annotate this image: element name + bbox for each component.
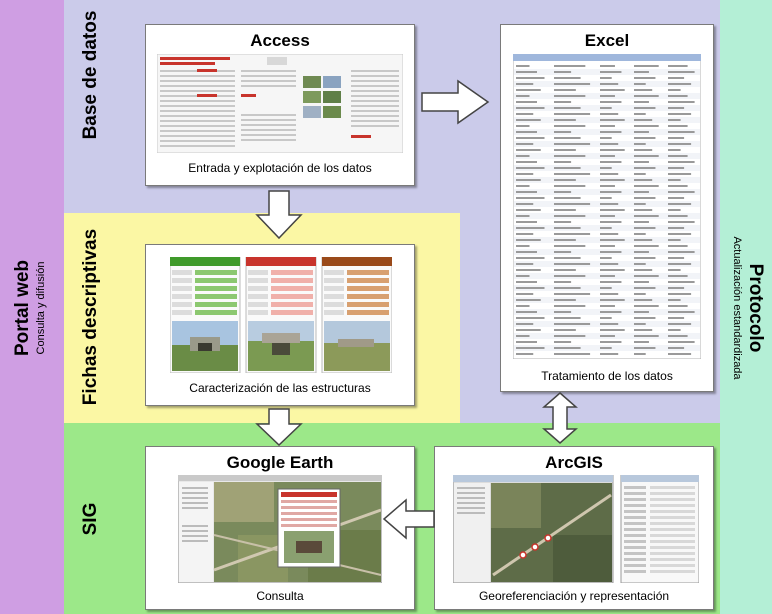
portal-web-band xyxy=(0,0,64,614)
access-to-excel-arrow xyxy=(421,79,490,125)
google-earth-title: Google Earth xyxy=(226,453,334,472)
fichas-to-google-earth-arrow xyxy=(255,408,303,446)
protocolo-title: Protocolo xyxy=(745,263,766,353)
protocolo-band xyxy=(720,0,772,614)
fichas-title: Fichas descriptivas xyxy=(80,228,101,406)
excel-title: Excel xyxy=(584,31,630,50)
protocolo-subtitle: Actualización estandardizada xyxy=(731,236,743,380)
fichas-cards-screenshot xyxy=(170,257,392,373)
ficha-card-green xyxy=(170,257,241,373)
excel-arcgis-bidirectional-arrow xyxy=(542,392,578,444)
fichas-caption: Caracterización de las estructuras xyxy=(189,381,371,395)
access-caption: Entrada y explotación de los datos xyxy=(188,161,372,175)
excel-panel: Excel Tratamiento de los datos xyxy=(500,24,714,392)
portal-web-subtitle: Consulta y difusión xyxy=(35,261,47,355)
excel-caption: Tratamiento de los datos xyxy=(541,369,673,383)
portal-web-label: Portal web Consulta y difusión xyxy=(12,158,52,458)
access-title: Access xyxy=(250,31,310,50)
arcgis-to-google-earth-arrow xyxy=(382,498,435,540)
access-panel: Access xyxy=(145,24,415,186)
arcgis-screenshot xyxy=(453,475,699,583)
access-form-screenshot xyxy=(157,54,403,153)
portal-web-title: Portal web xyxy=(12,259,33,357)
sig-title: SIG xyxy=(80,502,101,536)
google-earth-caption: Consulta xyxy=(256,589,304,603)
arcgis-title: ArcGIS xyxy=(545,453,603,472)
fichas-panel: Caracterización de las estructuras xyxy=(145,244,415,406)
google-earth-panel: Google Earth Consulta xyxy=(145,446,415,610)
arcgis-caption: Georeferenciación y representación xyxy=(478,589,670,603)
protocolo-label: Protocolo Actualización estandardizada xyxy=(726,158,766,458)
access-to-fichas-arrow xyxy=(255,190,303,240)
excel-sheet-screenshot xyxy=(513,54,701,359)
ficha-card-red xyxy=(245,257,317,373)
google-earth-screenshot xyxy=(178,475,382,583)
arcgis-panel: ArcGIS Georeferenciación y representació… xyxy=(434,446,714,610)
ficha-card-brown xyxy=(321,257,392,373)
base-de-datos-title: Base de datos xyxy=(80,10,101,140)
